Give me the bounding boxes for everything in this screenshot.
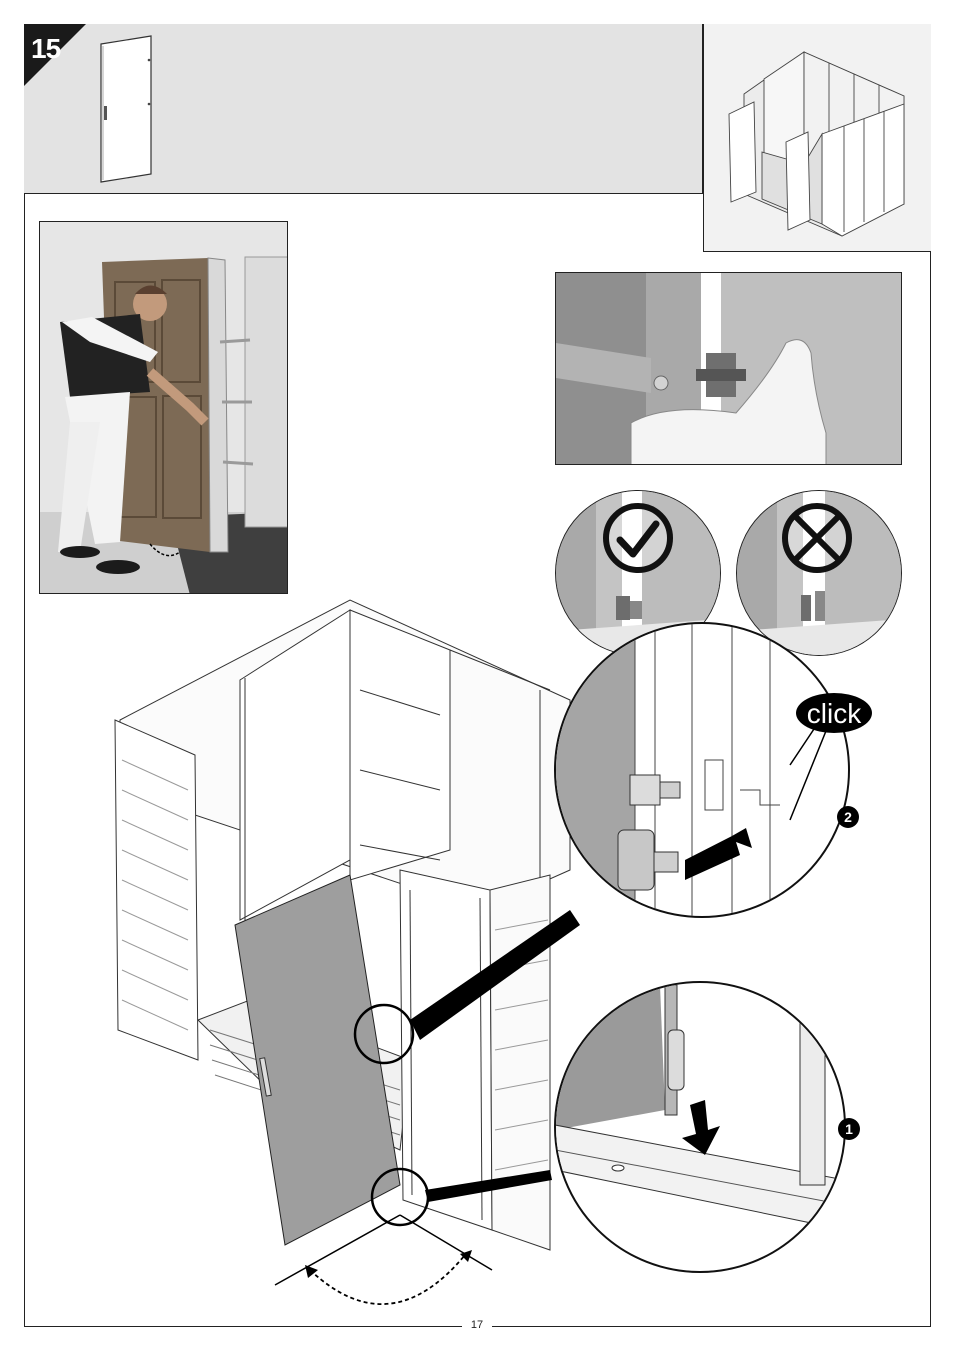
hinge-closeup-photo [555,272,902,465]
worker-fitting-door-illustration [40,222,288,594]
click-label: click [807,698,862,729]
step-header-band [24,24,703,194]
step-one-label: 1 [845,1121,853,1137]
shed-assembly-illustration: click 2 1 [100,590,900,1330]
shed-overview-illustration [704,24,932,252]
worker-photo [39,221,288,594]
step-two-label: 2 [844,809,852,825]
hinge-magnifier-upper [555,623,849,923]
step-number: 15 [31,33,60,65]
hinge-magnifier-lower [555,982,845,1272]
cross-circle-icon [779,500,859,580]
overview-diagram [703,24,931,252]
door-panel-icon [24,24,703,194]
door-installation-diagram: click 2 1 [100,590,900,1330]
page-number: 17 [462,1319,492,1331]
hinge-closeup-illustration [556,273,902,465]
check-circle-icon [600,500,680,580]
